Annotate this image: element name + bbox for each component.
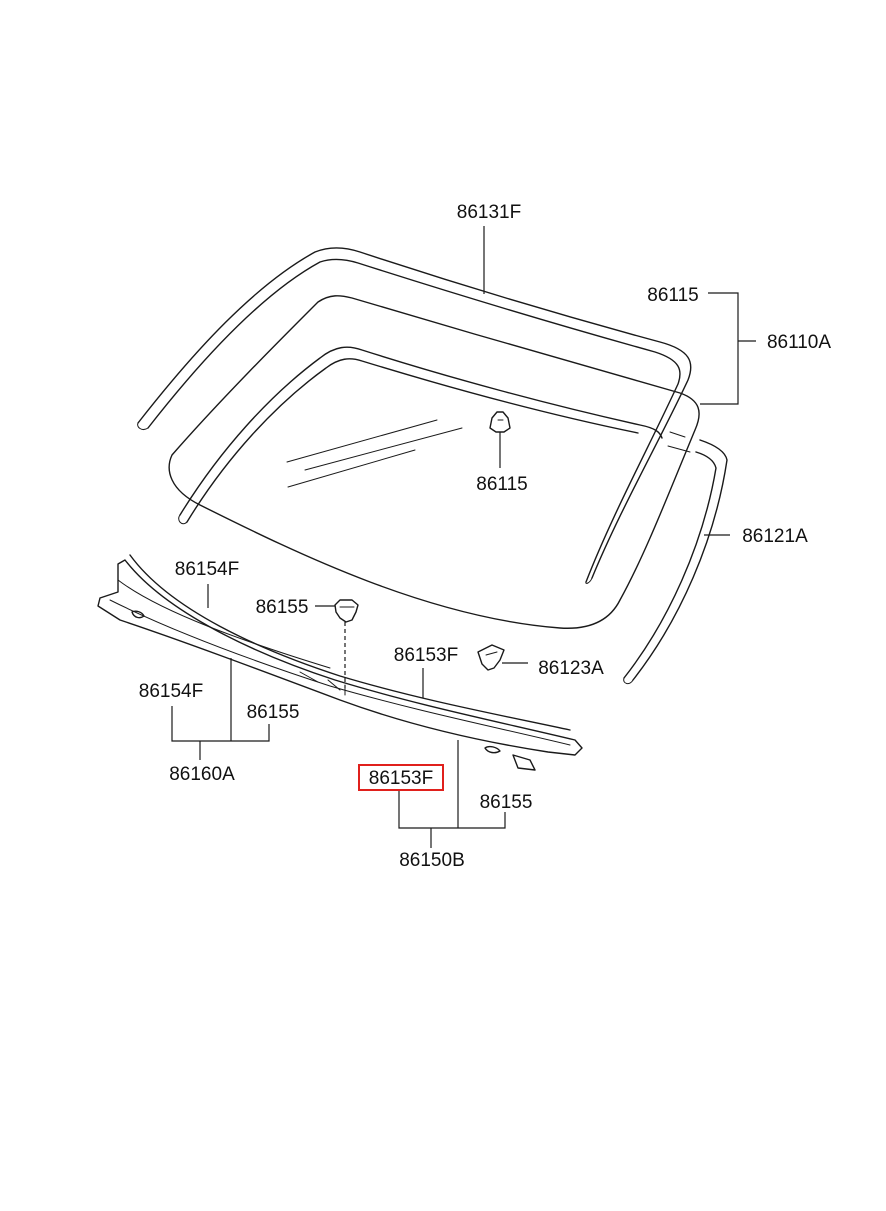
callout-86131F[interactable]: 86131F — [457, 202, 521, 223]
selected-part-highlight — [358, 764, 444, 791]
callout-86115-upper[interactable]: 86115 — [647, 285, 698, 306]
callout-86155-top[interactable]: 86155 — [256, 597, 309, 618]
callout-86115-clip[interactable]: 86115 — [476, 474, 527, 495]
callout-86153F-selected[interactable]: 86153F — [369, 768, 433, 789]
windshield-upper-molding[interactable] — [137, 247, 692, 584]
windshield-side-molding[interactable] — [623, 439, 728, 685]
windshield-glass[interactable] — [168, 295, 700, 629]
callout-labels: 86131F 86115 86110A 86115 86121A 86154F … — [139, 202, 832, 871]
callout-86153F-top[interactable]: 86153F — [394, 645, 458, 666]
cowl-top-cover[interactable] — [97, 554, 583, 771]
callout-86154F-group[interactable]: 86154F — [139, 681, 203, 702]
callout-86150B[interactable]: 86150B — [399, 850, 465, 871]
glass-reflection-lines — [286, 419, 463, 488]
leader-lines — [171, 226, 756, 848]
dam-clip[interactable] — [489, 411, 511, 433]
callout-86123A[interactable]: 86123A — [538, 658, 604, 679]
callout-86121A[interactable]: 86121A — [742, 526, 808, 547]
callout-86110A[interactable]: 86110A — [767, 332, 831, 353]
callout-86154F[interactable]: 86154F — [175, 559, 239, 580]
callout-86155-right-group[interactable]: 86155 — [480, 792, 533, 813]
cowl-side-clip[interactable] — [477, 644, 505, 671]
callout-86160A[interactable]: 86160A — [169, 764, 235, 785]
windshield-dam-strip[interactable] — [178, 346, 691, 525]
cowl-clip[interactable] — [334, 599, 359, 623]
callout-86155-left-group[interactable]: 86155 — [247, 702, 300, 723]
